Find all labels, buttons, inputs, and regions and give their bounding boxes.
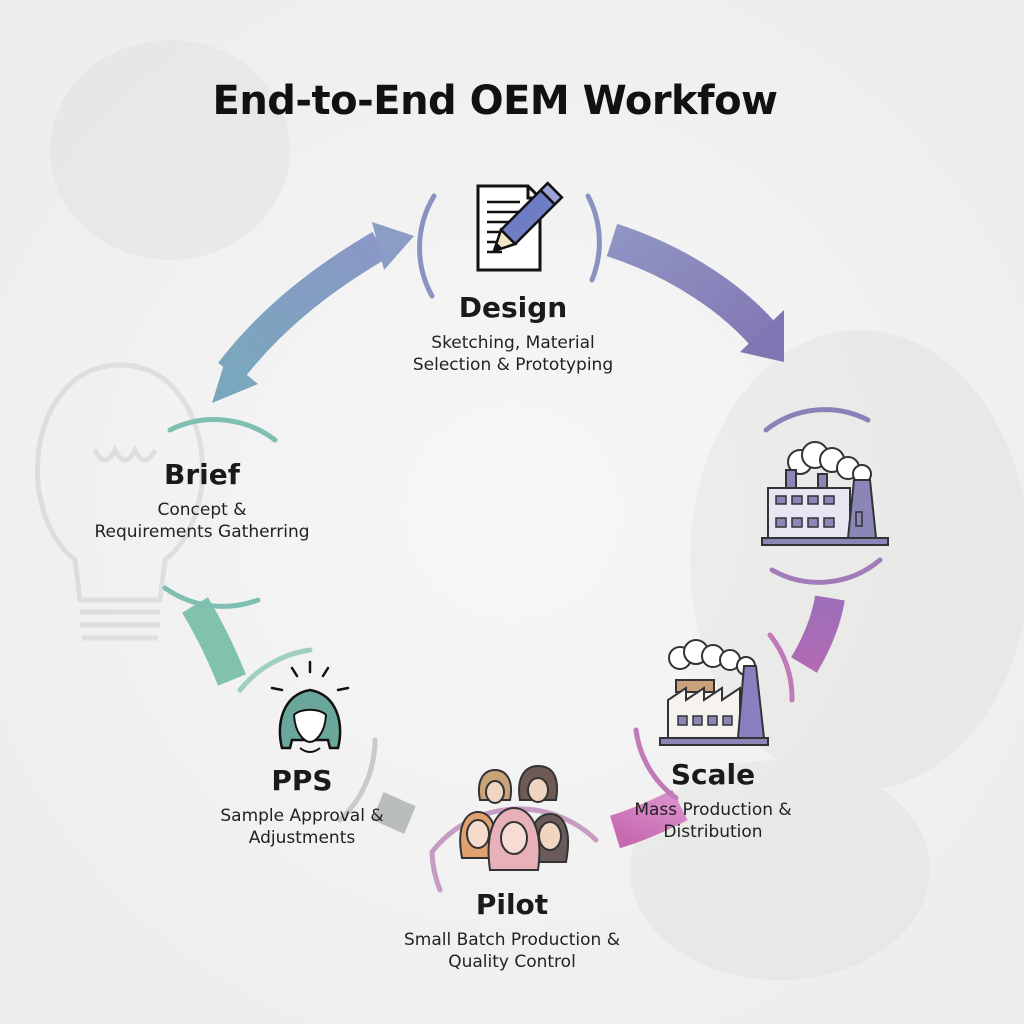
- woman-portrait-icon: [270, 660, 350, 753]
- design-node-ring: [417, 193, 602, 299]
- arrow-pilot-pps: [372, 792, 416, 834]
- stage-description: Mass Production & Distribution: [634, 799, 792, 842]
- arrow-design-production: [606, 223, 784, 362]
- lightbulb-watermark-icon: [35, 362, 205, 641]
- brief-node-ring: [162, 417, 278, 609]
- production-node-ring: [763, 407, 883, 585]
- blurred-shapes: [50, 40, 1024, 980]
- stage-description: Small Batch Production & Quality Control: [404, 929, 620, 972]
- scale-node-ring: [633, 632, 795, 801]
- document-pencil-icon: [476, 181, 564, 272]
- stage-title: Pilot: [475, 888, 549, 921]
- factory-icon: [659, 639, 769, 746]
- arrow-production-scale: [791, 595, 845, 673]
- stage-pilot: Pilot Small Batch Production & Quality C…: [362, 888, 662, 973]
- arrow-scale-pilot: [609, 789, 688, 849]
- stage-design: Design Sketching, Material Selection & P…: [363, 291, 663, 376]
- stage-title: Brief: [164, 458, 240, 491]
- stage-description: Sample Approval & Adjustments: [220, 805, 384, 848]
- stage-description: Sketching, Material Selection & Prototyp…: [412, 332, 614, 375]
- large-factory-icon: [761, 441, 889, 546]
- stage-scale: Scale Mass Production & Distribution: [563, 758, 863, 843]
- stage-title: Scale: [670, 758, 756, 791]
- stage-description: Concept & Requirements Gatherring: [94, 499, 310, 542]
- arrow-brief-pps: [182, 597, 246, 686]
- stage-title: PPS: [271, 764, 333, 797]
- page-title: End-to-End OEM Workfow: [212, 78, 779, 124]
- arrow-brief-design-bidirectional: [212, 222, 414, 403]
- pps-node-ring: [237, 647, 378, 823]
- stage-brief: Brief Concept & Requirements Gatherring: [52, 458, 352, 543]
- stage-title: Design: [458, 291, 568, 324]
- group-of-women-icon: [459, 764, 570, 871]
- stage-pps: PPS Sample Approval & Adjustments: [152, 764, 452, 849]
